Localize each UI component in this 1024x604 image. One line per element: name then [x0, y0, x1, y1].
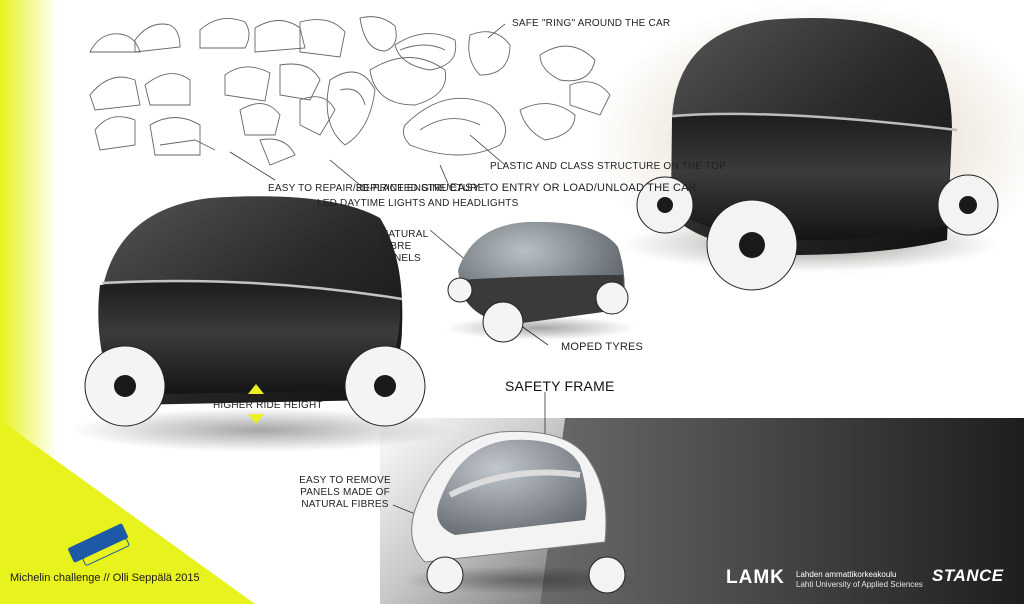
lamk-name-fi: Lahden ammattikorkeakoulu	[796, 570, 897, 579]
label-safety-frame: SAFETY FRAME	[505, 378, 615, 394]
ride-height-arrow-down	[248, 414, 264, 424]
label-safe-ring: SAFE "RING" AROUND THE CAR	[512, 18, 671, 29]
lamk-name-en: Lahti University of Applied Sciences	[796, 580, 923, 589]
car-render-safety-frame	[400, 430, 640, 594]
label-easy-remove: EASY TO REMOVE PANELS MADE OF NATURAL FI…	[299, 475, 391, 510]
stance-logo: STANCE	[932, 566, 1004, 585]
presentation-floor	[540, 418, 1024, 604]
label-entry-load: EASY TO ENTRY OR LOAD/UNLOAD THE CAR	[450, 182, 697, 194]
michelin-challenge-logo	[68, 523, 130, 566]
ride-height-arrow-up	[248, 384, 264, 394]
car-render-side-view	[70, 196, 450, 452]
label-natural-fibre: NATURAL FIBRE PANELS	[381, 229, 428, 264]
label-higher-ride: HIGHER RIDE HEIGHT	[213, 400, 323, 411]
lamk-logo: LAMK	[726, 567, 785, 588]
designer-credit: Michelin challenge // Olli Seppälä 2015	[10, 572, 200, 584]
label-plastic-glass: PLASTIC AND CLASS STRUCTURE ON THE TOP	[490, 161, 726, 172]
label-easy-engine: EASY TO REPAIR/REPLACE ENGINE	[268, 183, 447, 194]
car-render-rear-three-quarter	[620, 18, 1000, 291]
car-render-front-three-quarter	[445, 221, 635, 343]
label-led-lights: LED DAYTIME LIGHTS AND HEADLIGHTS	[317, 198, 519, 209]
concept-sketches	[89, 16, 611, 166]
yellow-corner-triangle	[0, 420, 255, 604]
label-moped-tyres: MOPED TYRES	[561, 341, 644, 353]
label-3d-printed: 3D-PRINTED STRUCTURE	[356, 183, 485, 194]
